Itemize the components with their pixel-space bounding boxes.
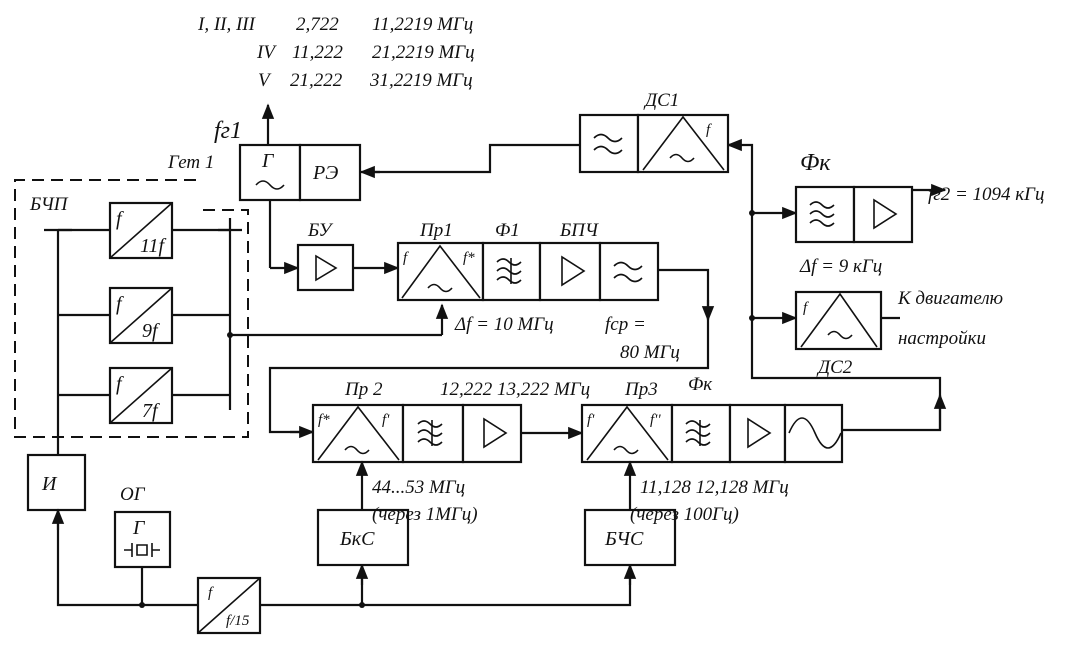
sine-icon xyxy=(613,445,639,455)
mixer-triangle xyxy=(586,405,669,461)
f1-label: Ф1 xyxy=(495,220,520,241)
crystal-icon xyxy=(124,543,160,557)
i-block: И xyxy=(26,453,87,512)
pr2-label: Пр 2 xyxy=(344,379,383,400)
svg-text:f: f xyxy=(116,373,124,395)
pr1-chain: f f* xyxy=(396,241,660,302)
lowpass-filter-icon xyxy=(593,133,623,155)
mult-9f-label: 9f xyxy=(142,320,160,342)
band-high: 11,2219 МГц xyxy=(372,14,473,35)
bandpass-filter-icon xyxy=(496,258,522,284)
generator-1: Г РЭ xyxy=(238,143,362,202)
bchp-label: БЧП xyxy=(29,194,69,215)
svg-text:f: f xyxy=(116,208,124,230)
band-label: I, II, III xyxy=(197,14,257,35)
multiplier-7f: f 7f xyxy=(108,366,174,425)
ds1-block: f xyxy=(578,113,730,174)
in-44-label: 44...53 МГц xyxy=(372,477,465,498)
divider-15: f f/15 xyxy=(196,576,262,635)
pr3-label: Пр3 xyxy=(624,379,658,400)
svg-text:f: f xyxy=(116,293,124,315)
svg-text:f*: f* xyxy=(318,412,330,428)
bks-label: БкС xyxy=(339,528,375,550)
mult-7f-label: 7f xyxy=(142,400,160,422)
pr3-chain: f' f'' xyxy=(580,403,844,464)
band-low: 21,222 xyxy=(290,70,343,91)
svg-text:f*: f* xyxy=(463,250,475,266)
band-high: 31,2219 МГц xyxy=(369,70,473,91)
bu-amplifier xyxy=(296,243,355,292)
pr1-label: Пр1 xyxy=(419,220,453,241)
delta-f-9-label: Δf = 9 кГц xyxy=(799,256,882,277)
og-label: ОГ xyxy=(120,484,146,505)
delta-f-10-label: Δf = 10 МГц xyxy=(454,314,554,335)
svg-text:f: f xyxy=(403,250,409,266)
fk-mid-label: Фк xyxy=(688,374,713,395)
og-g-label: Г xyxy=(132,517,146,539)
sine-icon xyxy=(669,153,695,163)
bchs-label: БЧС xyxy=(604,528,644,550)
svg-text:f: f xyxy=(803,300,809,316)
bchp-boundary xyxy=(14,179,249,438)
band-high: 21,2219 МГц xyxy=(372,42,475,63)
band-label: IV xyxy=(256,42,277,63)
div-15-label: f/15 xyxy=(226,613,250,629)
svg-text:f: f xyxy=(208,585,214,601)
pr2-range-label: 12,222 13,222 МГц xyxy=(440,379,590,400)
detector-triangle xyxy=(800,292,878,348)
get1-label: Гет 1 xyxy=(167,152,214,173)
i-block-label: И xyxy=(41,473,58,495)
in-11-label: 11,128 12,128 МГц xyxy=(640,477,789,498)
mixer-triangle xyxy=(401,244,481,299)
k-dvig-label: К двигателю xyxy=(897,288,1003,309)
fk-filter-amp xyxy=(794,185,914,244)
bandpass-filter-icon xyxy=(417,420,443,446)
ds1-label: ДС1 xyxy=(643,90,679,111)
freq-band-table: I, II, III 2,722 11,2219 МГц IV 11,222 2… xyxy=(197,14,475,91)
og-oscillator: Г xyxy=(113,510,172,569)
pr2-chain: f* f' xyxy=(311,403,523,464)
limiter-icon xyxy=(788,417,842,449)
bpch-label: БПЧ xyxy=(559,220,599,241)
fg2-label: fг2 = 1094 кГц xyxy=(928,184,1044,205)
multiplier-9f: f 9f xyxy=(108,286,174,345)
nastroyki-label: настройки xyxy=(898,328,986,349)
band-low: 11,222 xyxy=(292,42,343,63)
bandpass-filter-icon xyxy=(685,420,711,446)
band-label: V xyxy=(258,70,272,91)
sine-icon xyxy=(255,180,285,190)
re-label: РЭ xyxy=(312,162,338,184)
svg-text:f': f' xyxy=(382,412,390,428)
f-sr-value: 80 МГц xyxy=(620,342,680,363)
multiplier-11f: f 11f xyxy=(108,201,174,260)
lowpass-filter-icon xyxy=(613,261,643,283)
amplifier-icon xyxy=(561,255,586,287)
amplifier-icon xyxy=(873,198,898,230)
detector-triangle xyxy=(642,115,725,171)
in-44-note: (через 1МГц) xyxy=(372,504,478,525)
fk-top-label: Фк xyxy=(800,150,831,176)
svg-text:f': f' xyxy=(587,412,595,428)
ds2-block: f xyxy=(794,290,883,351)
in-11-note: (через 100Гц) xyxy=(630,504,739,525)
svg-text:f: f xyxy=(706,122,712,138)
sine-icon xyxy=(427,283,453,293)
f-sr-label: fср = xyxy=(605,314,646,335)
bandpass-filter-icon xyxy=(809,201,835,227)
sine-icon xyxy=(827,330,853,340)
mixer-triangle xyxy=(317,405,400,461)
mult-11f-label: 11f xyxy=(140,235,167,257)
amplifier-icon xyxy=(315,254,338,282)
ds2-label: ДС2 xyxy=(816,357,853,378)
svg-text:f'': f'' xyxy=(650,412,661,428)
band-low: 2,722 xyxy=(296,14,339,35)
amplifier-icon xyxy=(747,417,772,449)
sine-icon xyxy=(344,445,370,455)
amplifier-icon xyxy=(483,417,508,449)
fg1-label: fг1 xyxy=(214,118,242,144)
bu-label: БУ xyxy=(307,220,333,241)
gen-g-label: Г xyxy=(261,150,275,172)
